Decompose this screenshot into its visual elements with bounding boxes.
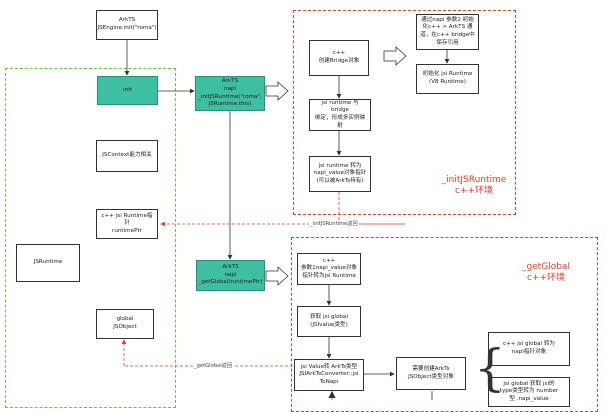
create-bridge-node: c++ 创建Bridge对象 bbox=[309, 40, 369, 76]
init-jsi-runtime-node: 初始化 jsi Runtime (V8 Runtime) bbox=[416, 64, 479, 94]
group-brace: { bbox=[474, 339, 506, 397]
init-runtime-region bbox=[293, 10, 516, 215]
global-jsobject-node: global JSObject bbox=[96, 309, 154, 339]
arkts-init-runtime-node: ArkTS napi _initJSRuntime("roma", JSRunt… bbox=[195, 76, 265, 111]
jsi-runtime-convert-node: jsi runtime 转为 napi_value对象指针 (可以被ArkTs持… bbox=[309, 156, 371, 192]
napi-bridge-save-node: 通过napi 参数2 初始 化c++ > ArkTS 通 道，在c++ brid… bbox=[416, 14, 479, 50]
param1-convert-node: c++ 参数1napi_value对象 指针转为jsi Runtime bbox=[297, 253, 361, 285]
arkts-get-global-node: ArkTS napi _getGlobal(runtimePtr) bbox=[196, 260, 265, 291]
jscontext-node: JSContext能力相关 bbox=[96, 140, 158, 172]
hollow-arrow-2 bbox=[383, 46, 407, 66]
hollow-arrow-1 bbox=[265, 81, 289, 101]
hollow-arrow-3 bbox=[265, 266, 289, 286]
jsi-value-convert-node: jsi Value转 ArkTs类型 JSIArkTsConverter::js… bbox=[294, 359, 364, 391]
jsruntime-node: JSRuntime bbox=[16, 244, 80, 282]
arkts-engine-init-node: ArkTS JSEngine.init("roma") bbox=[96, 10, 158, 40]
init-return-label: _initJSRuntime返回 bbox=[309, 220, 359, 227]
jsi-bind-node: jsi runtime 与 bridge 绑定，形成多实例映 射 bbox=[309, 99, 371, 131]
init-node: init bbox=[97, 76, 158, 105]
get-jsi-global-node: 获取 jsi global (JSIvalue类型) bbox=[297, 306, 361, 337]
need-create-arkts-node: 需要创建ArkTs JSObject类型对象 bbox=[396, 357, 466, 390]
get-global-return-label: _getGlobal返回 bbox=[193, 362, 234, 369]
init-runtime-region-label: _initJSRuntime c++环境 bbox=[441, 175, 507, 196]
jsi-global-to-napi-node: c++ jsi global 转为 napi指针对象 bbox=[488, 332, 570, 366]
runtime-ptr-node: c++ jsi Runtime指针 runtimePtr bbox=[96, 209, 158, 239]
connectors bbox=[121, 40, 450, 400]
get-global-region-label: _getGlobal c++环境 bbox=[522, 262, 570, 283]
